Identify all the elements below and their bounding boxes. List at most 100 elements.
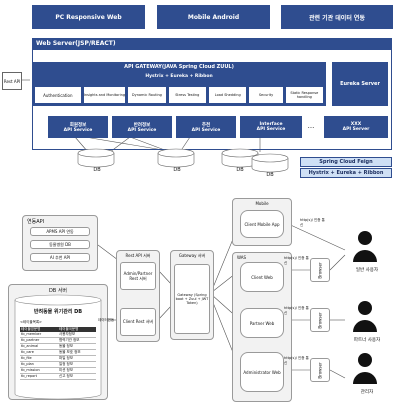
db-label-4: DB (266, 171, 274, 178)
gateway-feature-row: Authentication Insights and Monitoring D… (34, 86, 325, 104)
table-row: tb_member 사용자정보 (20, 332, 96, 338)
table-cell: 일정 정보 (59, 362, 73, 366)
db-name: 반려동물 위기관리 DB (33, 308, 83, 315)
feign-label: Spring Cloud Feign (319, 159, 373, 165)
mobile-title: Mobile (255, 201, 269, 206)
table-row: tb_partner 협력기관 정보 (20, 338, 96, 344)
data-link-label: 데이터연동 (98, 318, 115, 322)
table-cell: 동물 보호 정보 (59, 350, 81, 354)
rest-api-box: Rest API (2, 72, 22, 90)
feature-label: Insights and Monitoring (83, 93, 126, 97)
db-server-title: DB 서버 (48, 288, 68, 294)
table-cell: tb_file (21, 356, 32, 360)
feature-label: Authentication (43, 92, 73, 98)
eureka-server-box: Eureka Server (332, 62, 388, 106)
feature-label: Dynamic Routing (131, 93, 162, 97)
db-label-1: DB (93, 166, 101, 173)
protocol-label: http(s)/ 인증 통신 (300, 218, 325, 227)
table-row: tb_file 파일 정보 (20, 356, 96, 362)
service-sub: API Service (127, 127, 157, 133)
mobile-android-box: Mobile Android (157, 5, 270, 29)
service-sub: API Service (63, 127, 93, 133)
service-name: Interface (259, 122, 283, 127)
feature-label: Load Shedding (214, 93, 241, 97)
table-cell: tb_partner (21, 338, 40, 342)
client-mobile-app: Client Mobile App (240, 210, 284, 238)
table-cell: 동물 정보 (59, 344, 73, 348)
table-cell: 사용자정보 (59, 332, 76, 336)
gateway-subtitle: Hystrix + Eureka + Ribbon (145, 74, 213, 79)
linked-api-item: 동물병원 DB (30, 240, 90, 249)
gateway-inner: Gateway (Spring boot + Zuul + JWT Token) (174, 264, 210, 334)
service-name: 추천 (201, 122, 211, 128)
partner-web: Partner Web (240, 308, 284, 338)
administrator-web: Administrator Web (240, 352, 284, 392)
general-user-icon (353, 231, 377, 262)
admin-user-label: 관리자 (360, 389, 374, 395)
db-label-2: DB (173, 166, 181, 173)
table-body: tb_member 사용자정보 tb_partner 협력기관 정보 tb_animal… (20, 332, 96, 380)
service-name: 회원정보 (69, 122, 87, 128)
table-cell: tb_plan (21, 362, 34, 366)
spring-cloud-feign-box: Spring Cloud Feign (300, 157, 392, 167)
linked-api-title: 연동API (27, 219, 45, 225)
table-list: 테이블영문명 테이블국문명 tb_member 사용자정보 tb_partner 협력… (20, 327, 96, 380)
hystrix-bottom-box: Hystrix + Eureka + Ribbon (300, 168, 392, 178)
rest-server-title: Rest API 서버 (125, 253, 151, 258)
general-user-label: 일반 사용자 (355, 267, 379, 273)
rest-api-label: Rest API (3, 78, 21, 84)
table-row: tb_animal 동물 정보 (20, 344, 96, 350)
table-cell: 미션 정보 (59, 368, 73, 372)
table-cell: tb_mission (21, 368, 40, 372)
web-server-label: Web Server(JSP/REACT) (36, 40, 116, 47)
feature-dynamic-routing: Dynamic Routing (127, 86, 167, 104)
service-sub: API Service (256, 127, 286, 132)
table-header-row: 테이블영문명 테이블국문명 (20, 327, 96, 332)
db-label-3: DB (236, 166, 244, 173)
table-row: tb_plan 일정 정보 (20, 362, 96, 368)
web-server-header: Web Server(JSP/REACT) (32, 38, 392, 50)
service-sub: API Server (342, 127, 370, 132)
feature-authentication: Authentication (34, 86, 82, 104)
linked-api-item: AI 추천 API (30, 253, 90, 262)
protocol-label: http(s)/ 인증 통신 (284, 306, 309, 315)
feature-stress-testing: Stress Testing (167, 86, 207, 104)
partner-user-label: 파트너 사용자 (353, 337, 381, 343)
feature-load-shedding: Load Shedding (208, 86, 248, 104)
table-cell: 신고 정보 (59, 374, 73, 378)
mobile-android-label: Mobile Android (187, 13, 240, 21)
linked-api-item: APMS API 연동 (30, 227, 90, 236)
hystrix-bottom-label: Hystrix + Eureka + Ribbon (308, 170, 384, 176)
admin-user-icon (353, 353, 377, 384)
pc-web-label: PC Responsive Web (55, 13, 122, 21)
feature-security: Security (248, 86, 284, 104)
service-sub: API Service (191, 127, 221, 133)
browser-box-1: Browser (310, 258, 330, 282)
client-rest-server: Client Rest 서버 (120, 308, 156, 336)
client-web: Client Web (240, 262, 284, 292)
feature-label: Stress Testing (175, 93, 200, 97)
feature-insights: Insights and Monitoring (82, 86, 127, 104)
pc-web-box: PC Responsive Web (32, 5, 145, 29)
table-cell: 협력기관 정보 (59, 338, 80, 342)
agency-data-box: 관련 기관 데이터 연동 (281, 5, 393, 29)
protocol-label: http(s)/ 인증 통신 (284, 256, 309, 265)
service-name: 반려정보 (133, 122, 151, 128)
table-header: 테이블영문명 (21, 327, 41, 331)
feature-label: Security (258, 93, 274, 97)
gateway-server-title: Gateway 서버 (178, 253, 206, 258)
table-cell: tb_member (21, 332, 42, 336)
table-header: 테이블국문명 (59, 327, 79, 331)
table-cell: 파일 정보 (59, 356, 73, 360)
admin-partner-rest-server: Admin/Partner Rest 서버 (120, 262, 156, 290)
table-cell: tb_animal (21, 344, 39, 348)
service-name: XXX (350, 122, 362, 127)
